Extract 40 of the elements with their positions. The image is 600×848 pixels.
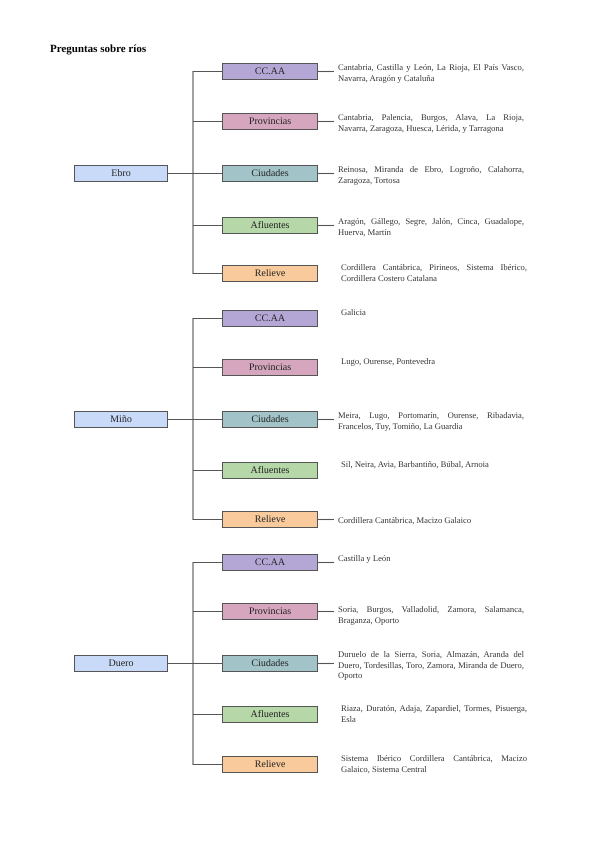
description-text: Riaza, Duratón, Adaja, Zapardiel, Tormes, Pisuerga, Esla — [341, 703, 527, 724]
connector-line — [318, 120, 334, 122]
category-box: Ciudades — [222, 655, 318, 672]
river-box: Duero — [74, 655, 168, 672]
river-box: Miño — [74, 411, 168, 428]
description-text: Sistema Ibérico Cordillera Cantábrica, Macizo Galaico, Sistema Central — [341, 753, 527, 774]
connector-line — [318, 172, 334, 174]
description-text: Sil, Neira, Avia, Barbantiño, Búbal, Arnoia — [341, 459, 490, 470]
description-text: Lugo, Ourense, Pontevedra — [341, 356, 436, 367]
connector-line — [318, 610, 334, 612]
connector-line — [167, 562, 223, 766]
description-text: Castilla y León — [338, 553, 524, 564]
connector-line — [318, 418, 334, 420]
category-box: CC.AA — [222, 554, 318, 571]
description-text: Cordillera Cantábrica, Pirineos, Sistema Ibérico, Cordillera Costero Catalana — [341, 262, 527, 284]
description-text: Aragón, Gállego, Segre, Jalón, Cinca, Guadalope, Huerva, Martín — [338, 216, 524, 238]
description-text: Galicia — [341, 307, 367, 318]
category-box: Afluentes — [222, 217, 318, 234]
title: Preguntas sobre ríos — [50, 43, 146, 55]
connector-line — [318, 562, 334, 564]
connector-line — [318, 224, 334, 226]
connector-line — [318, 70, 334, 72]
description-text: Meira, Lugo, Portomarín, Ourense, Ribadavia, Francelos, Tuy, Tomiño, La Guardia — [338, 410, 524, 432]
connector-line — [167, 70, 223, 274]
description-text: Cantabria, Palencia, Burgos, Alava, La Rioja, Navarra, Zaragoza, Huesca, Lérida, y Tarragona — [338, 112, 524, 134]
description-text: Cantabria, Castilla y León, La Rioja, El País Vasco, Navarra, Aragón y Cataluña — [338, 62, 524, 84]
description-text: Soria, Burgos, Valladolid, Zamora, Salamanca, Braganza, Oporto — [338, 604, 524, 626]
description-text: Duruelo de la Sierra, Soria, Almazán, Aranda del Duero, Tordesillas, Toro, Zamora, Miranda de Duero, Oporto — [338, 649, 524, 682]
category-box: Provincias — [222, 113, 318, 130]
category-box: Provincias — [222, 603, 318, 620]
connector-line — [167, 318, 223, 520]
category-box: CC.AA — [222, 63, 318, 80]
connector-line — [318, 662, 334, 664]
category-box: Ciudades — [222, 165, 318, 182]
description-text: Cordillera Cantábrica, Macizo Galaico — [338, 515, 524, 526]
connector-line — [318, 518, 334, 520]
description-text: Reinosa, Miranda de Ebro, Logroño, Calahorra, Zaragoza, Tortosa — [338, 164, 524, 186]
category-box: Relieve — [222, 511, 318, 528]
category-box: Ciudades — [222, 411, 318, 428]
river-box: Ebro — [74, 165, 168, 182]
